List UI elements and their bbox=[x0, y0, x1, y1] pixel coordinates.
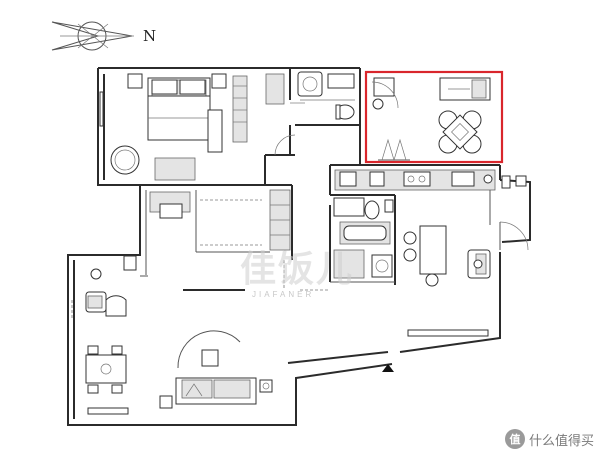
kitchen bbox=[334, 169, 527, 191]
highlight-frame bbox=[364, 70, 504, 164]
highlighted-room bbox=[364, 70, 504, 164]
exterior-walls bbox=[67, 67, 531, 426]
north-label: N bbox=[143, 27, 156, 45]
entrance-arrow-icon bbox=[382, 364, 394, 372]
badge-text: 什么值得买 bbox=[528, 433, 594, 449]
smzdm-logo-icon: 值 bbox=[504, 429, 525, 449]
watermark-sub: JIAFANER bbox=[252, 290, 314, 299]
study-room bbox=[149, 189, 291, 251]
compass-needle-icon bbox=[51, 21, 134, 51]
dining-area bbox=[403, 221, 529, 337]
top-bathroom bbox=[297, 71, 355, 120]
master-bedroom bbox=[99, 73, 305, 181]
source-badge: 值 什么值得买 bbox=[504, 429, 594, 449]
interior-walls bbox=[140, 68, 501, 285]
watermark-main: 佳饭儿 bbox=[240, 248, 354, 289]
middle-bathroom bbox=[333, 197, 394, 279]
living-room bbox=[71, 255, 330, 415]
